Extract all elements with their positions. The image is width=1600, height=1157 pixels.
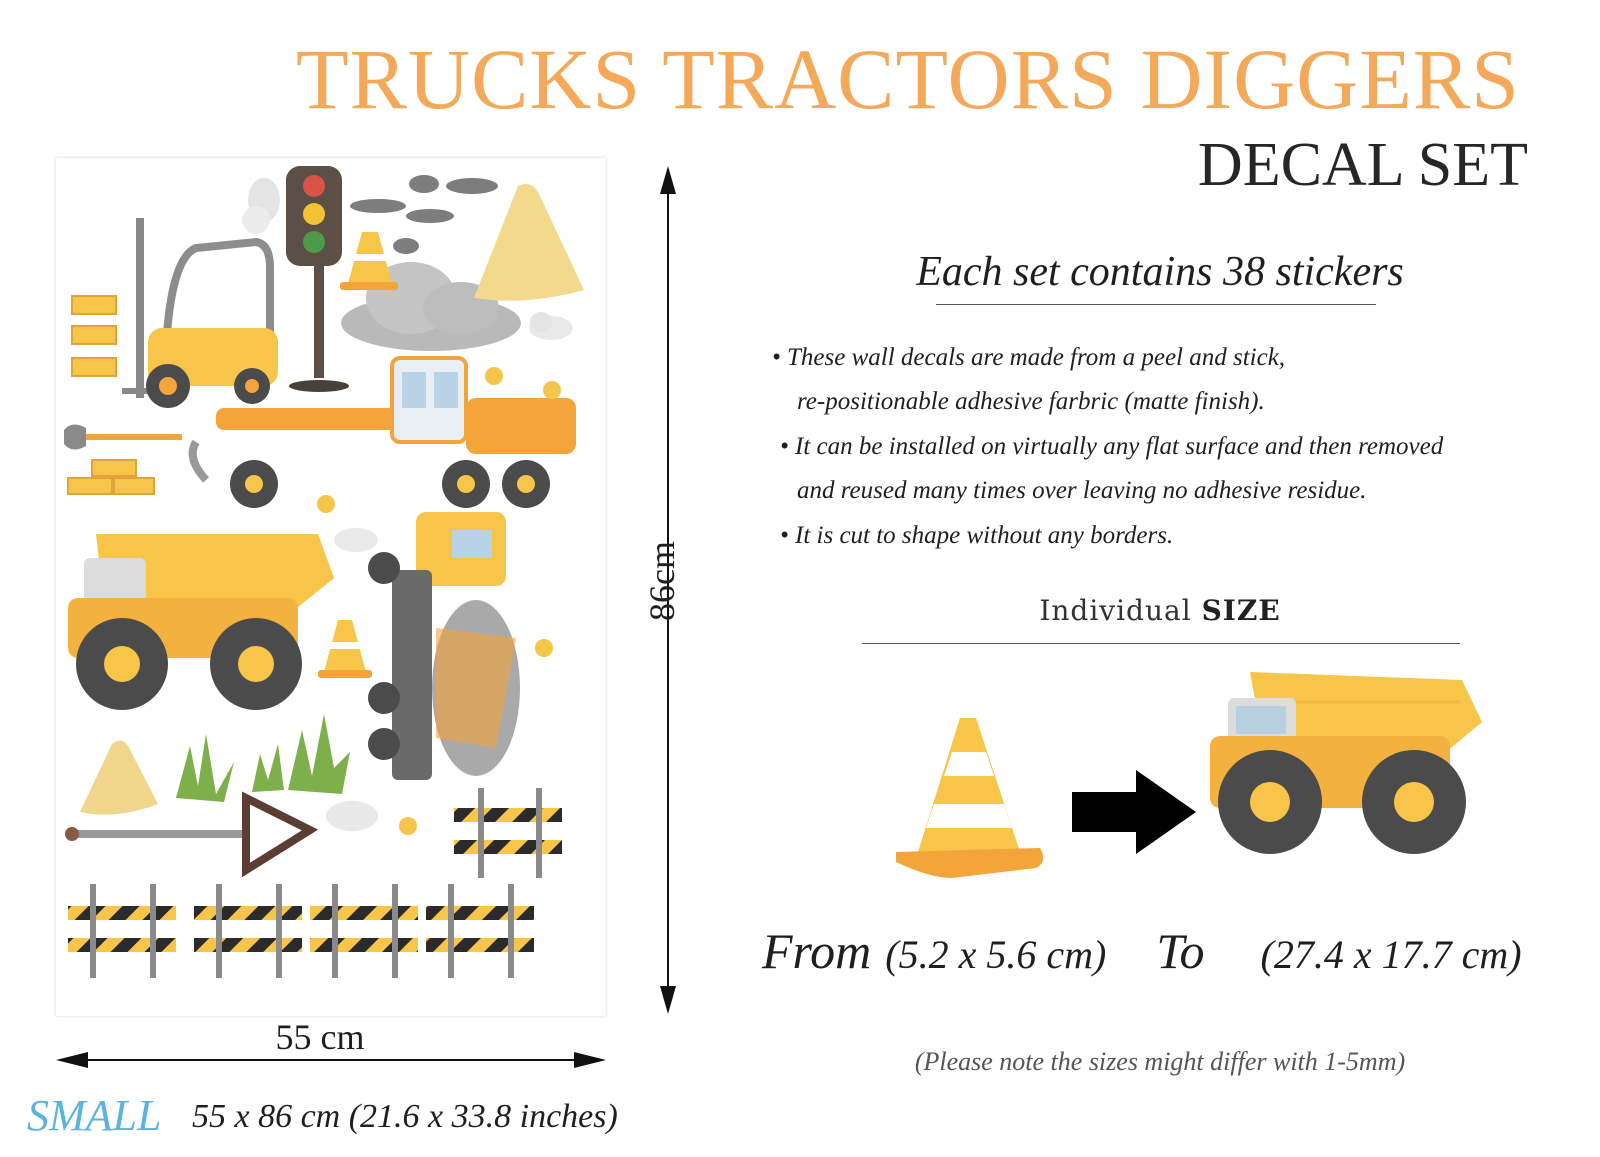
bricks-icon bbox=[71, 295, 117, 377]
individual-size-heading: Individual SIZE bbox=[860, 594, 1460, 627]
sand-pile-icon bbox=[80, 740, 158, 815]
sticker-count-heading: Each set contains 38 stickers bbox=[916, 249, 1404, 295]
barrier-icon bbox=[68, 884, 176, 978]
barrier-icon bbox=[426, 884, 534, 978]
height-label: 86cm bbox=[642, 541, 682, 621]
size-variant-dims: 55 x 86 cm (21.6 x 33.8 inches) bbox=[192, 1098, 618, 1135]
sticker-sheet-illustration bbox=[64, 166, 584, 978]
feature-bullet: and reused many times over leaving no ad… bbox=[797, 477, 1367, 504]
dump-truck-icon bbox=[68, 534, 334, 710]
arrow-right-icon bbox=[1072, 770, 1196, 854]
individual-size-heading-bold: SIZE bbox=[1201, 594, 1281, 627]
page-title: TRUCKS TRACTORS DIGGERS bbox=[295, 31, 1520, 127]
to-label: To bbox=[1156, 923, 1205, 979]
from-dims: (5.2 x 5.6 cm) bbox=[885, 932, 1107, 977]
to-dims: (27.4 x 17.7 cm) bbox=[1260, 932, 1522, 977]
cloud-icon bbox=[326, 801, 378, 831]
width-arrow bbox=[56, 1052, 606, 1068]
feature-bullet: • It is cut to shape without any borders… bbox=[780, 522, 1174, 549]
forklift-icon bbox=[122, 218, 278, 408]
size-range: From (5.2 x 5.6 cm) To (27.4 x 17.7 cm) bbox=[762, 926, 1522, 976]
shovel-icon bbox=[64, 424, 182, 450]
barrier-icon bbox=[454, 788, 562, 878]
feature-bullet: • It can be installed on virtually any f… bbox=[780, 433, 1444, 460]
height-arrow bbox=[660, 166, 676, 1014]
traffic-cone-icon bbox=[340, 232, 398, 290]
feature-bullet: • These wall decals are made from a peel… bbox=[772, 344, 1286, 371]
feature-bullet: re-positionable adhesive farbric (matte … bbox=[797, 388, 1265, 415]
grader-icon bbox=[188, 356, 576, 508]
traffic-cone-icon bbox=[318, 620, 372, 678]
bricks-icon bbox=[67, 459, 155, 495]
cloud-icon bbox=[334, 528, 378, 552]
barrier-icon bbox=[194, 884, 302, 978]
heading-divider bbox=[936, 304, 1376, 305]
page-subtitle: DECAL SET bbox=[1197, 131, 1528, 199]
individual-size-heading-regular: Individual bbox=[1039, 594, 1192, 627]
barrier-icon bbox=[310, 884, 418, 978]
size-variant-label: SMALL bbox=[27, 1091, 162, 1140]
width-label: 55 cm bbox=[275, 1017, 365, 1057]
cloud-icon bbox=[242, 178, 280, 234]
grass-icon bbox=[176, 714, 350, 802]
sticker-sheet bbox=[56, 158, 606, 1016]
cement-mixer-icon bbox=[368, 512, 520, 780]
cloud-icon bbox=[529, 312, 573, 340]
flower-icon bbox=[317, 367, 561, 835]
size-divider bbox=[862, 643, 1460, 644]
rock-icon bbox=[350, 175, 498, 254]
traffic-cone-icon bbox=[896, 718, 1044, 878]
road-sign-icon bbox=[65, 791, 319, 878]
from-label: From bbox=[762, 923, 872, 979]
sand-pile-icon bbox=[474, 184, 584, 301]
dump-truck-icon bbox=[1210, 672, 1482, 854]
traffic-light-icon bbox=[286, 166, 349, 392]
size-tolerance-note: (Please note the sizes might differ with… bbox=[914, 1047, 1406, 1076]
